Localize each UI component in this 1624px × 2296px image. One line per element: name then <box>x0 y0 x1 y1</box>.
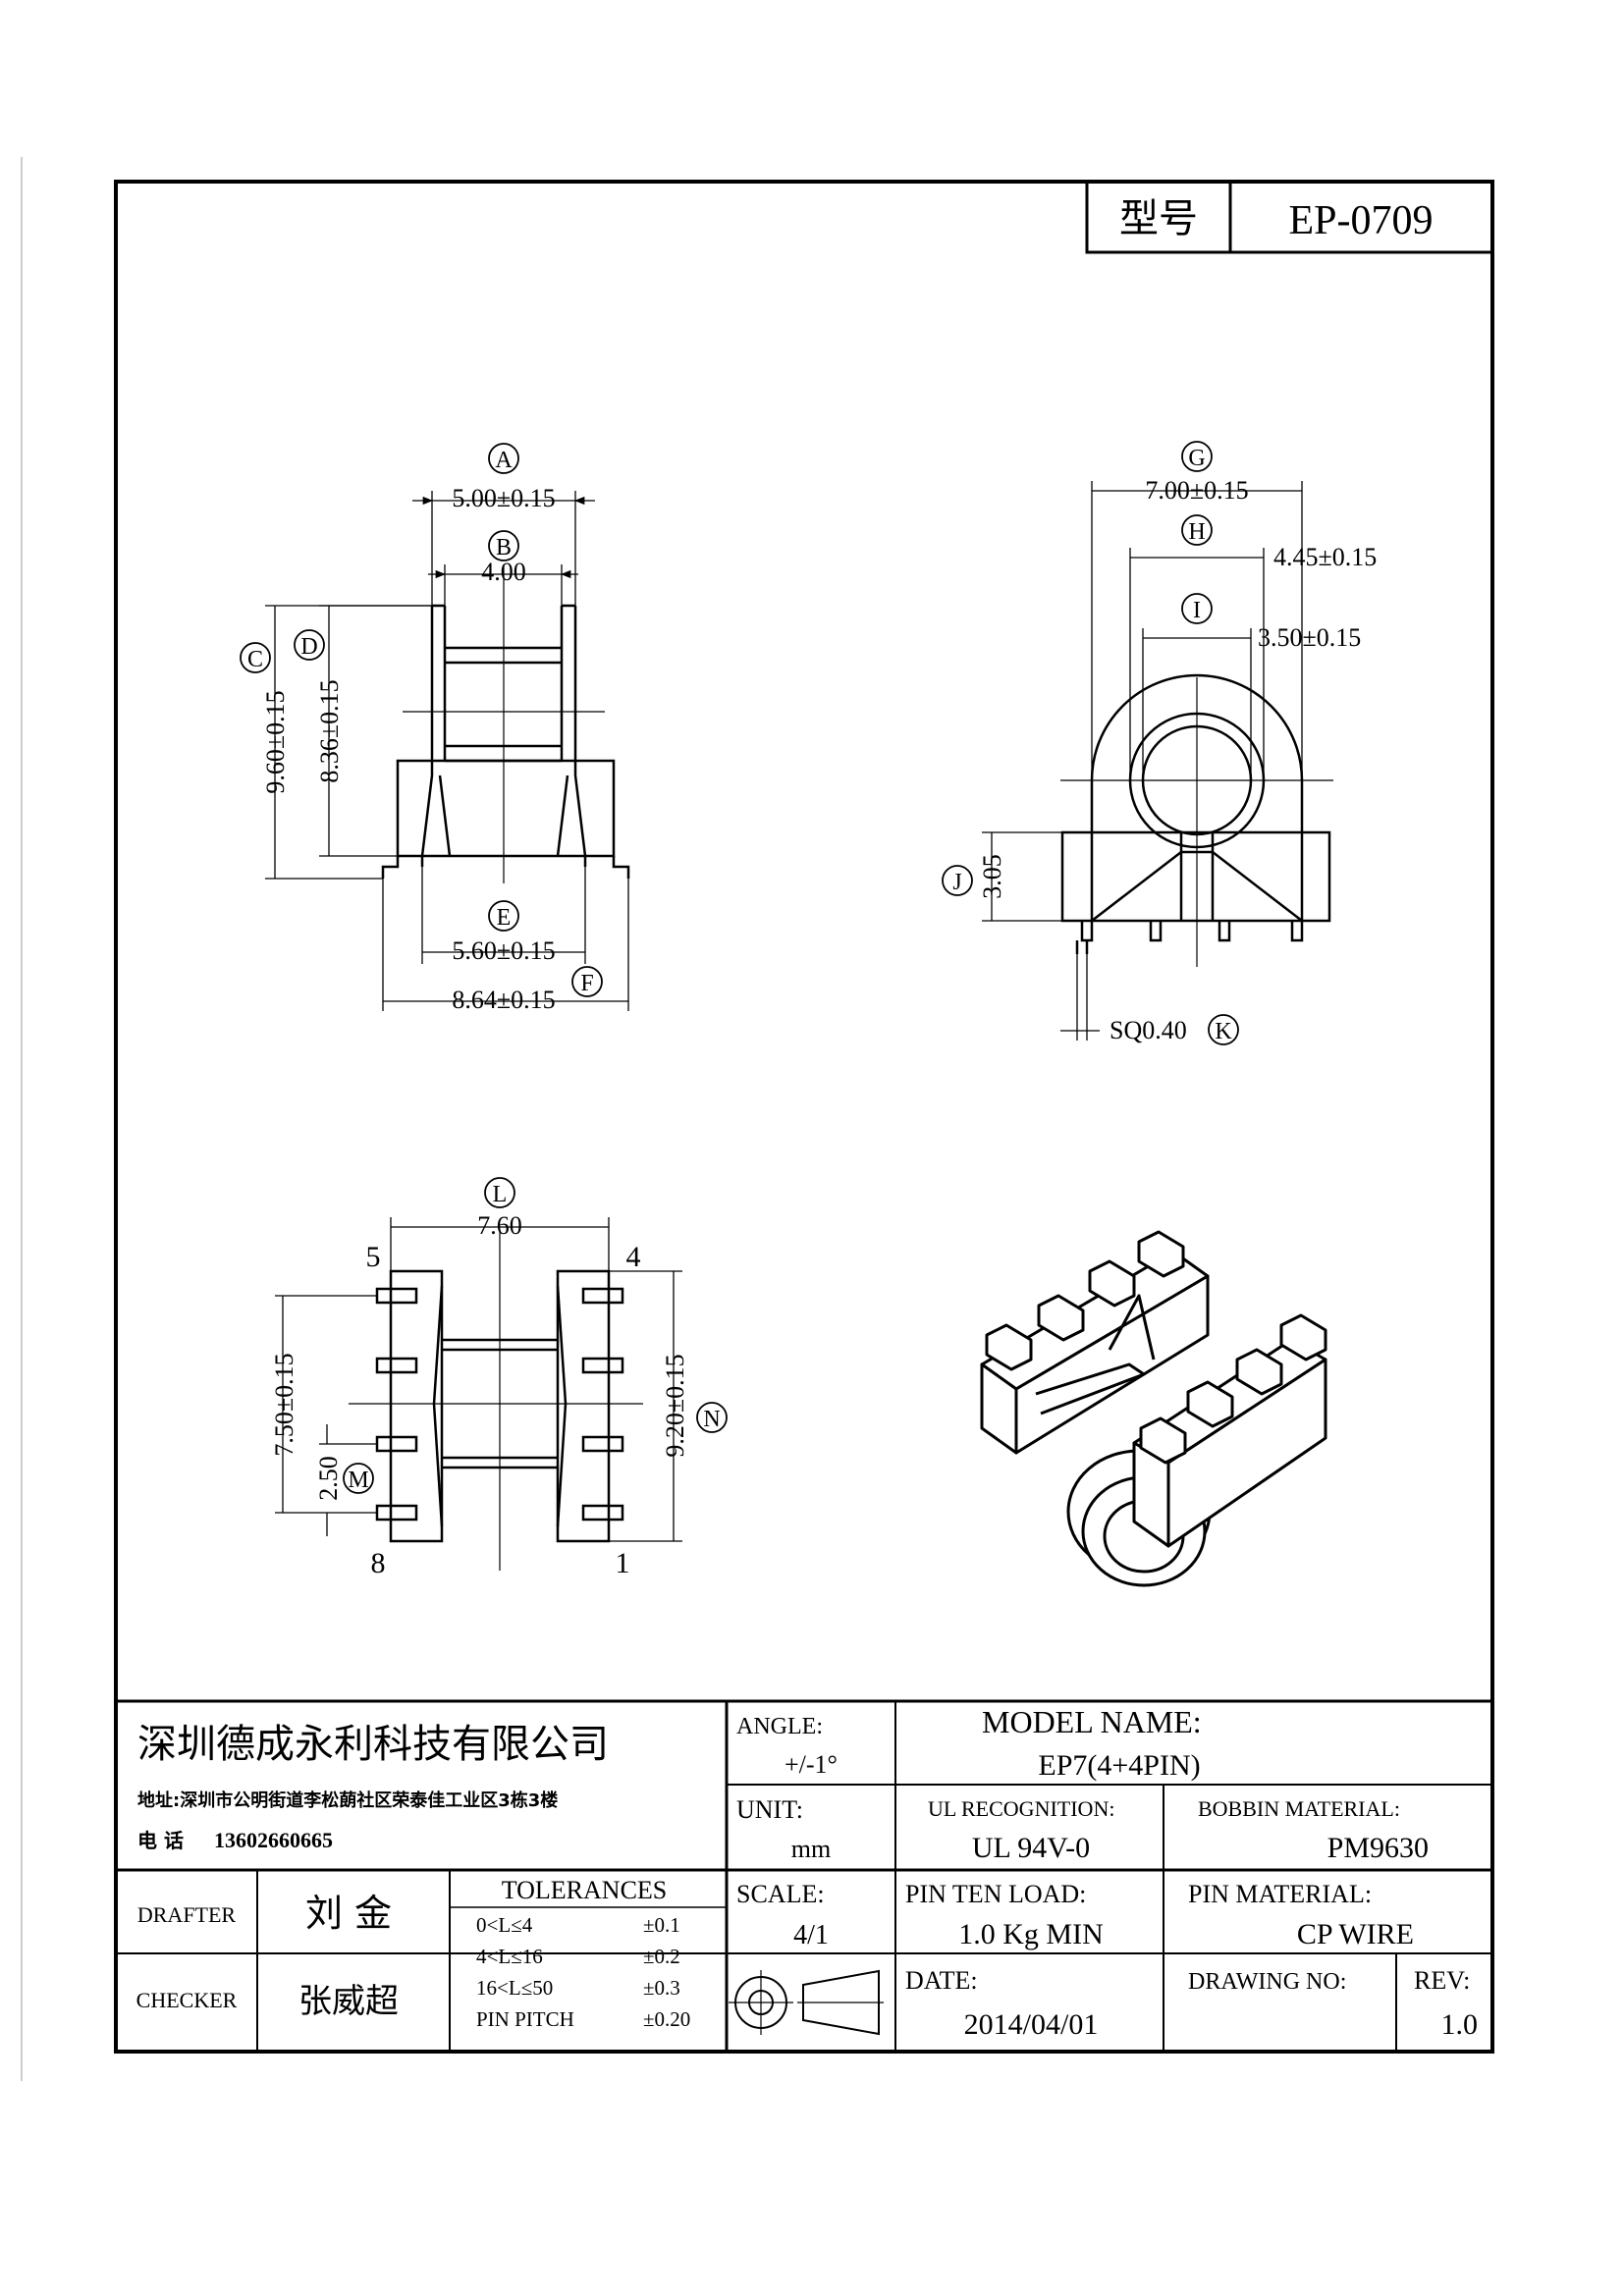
bottom-view-labels: L 7.60 7.50±0.15 2.50 M 9.20±0.15 N 5 4 … <box>270 1177 728 1579</box>
checker-label: CHECKER <box>136 1988 238 2012</box>
isometric-view <box>980 1230 1327 1587</box>
phone-number: 13602660665 <box>214 1828 333 1852</box>
dim-n-left: 7.50±0.15 <box>270 1353 298 1456</box>
tol-value-4: ±0.20 <box>643 2007 690 2031</box>
dim-n-right: 9.20±0.15 <box>661 1354 689 1457</box>
dim-a: 5.00±0.15 <box>452 484 555 512</box>
callout-m: M <box>348 1468 368 1493</box>
callout-i: I <box>1193 598 1201 623</box>
callout-f: F <box>580 971 593 996</box>
tol-range-2: 4<L≤16 <box>476 1945 543 1968</box>
ul-value: UL 94V-0 <box>972 1832 1090 1864</box>
pin-load-label: PIN TEN LOAD: <box>905 1880 1086 1908</box>
side-view-centerlines <box>403 564 605 883</box>
tol-value-1: ±0.1 <box>643 1913 680 1937</box>
pin-material-label: PIN MATERIAL: <box>1188 1880 1372 1908</box>
callout-j: J <box>952 870 961 895</box>
angle-value: +/-1° <box>785 1750 838 1779</box>
callout-e: E <box>497 905 512 931</box>
pin-load-value: 1.0 Kg MIN <box>958 1918 1104 1950</box>
bottom-view-centerlines <box>349 1232 643 1571</box>
rev-value: 1.0 <box>1441 2008 1479 2041</box>
phone-label: 电 话 <box>137 1829 184 1852</box>
drawing-border <box>114 180 1494 2054</box>
front-view-labels: G 7.00±0.15 H 4.45±0.15 I 3.50±0.15 J 3.… <box>942 441 1377 1045</box>
callout-h: H <box>1188 519 1205 545</box>
ul-label: UL RECOGNITION: <box>928 1796 1114 1821</box>
title-block: 深圳德成永利科技有限公司 地址:深圳市公明街道李松蓢社区荣泰佳工业区3栋3楼 电… <box>136 1704 1478 2041</box>
dim-i: 3.50±0.15 <box>1258 623 1361 652</box>
callout-l: L <box>493 1182 508 1207</box>
checker-name: 张威超 <box>298 1982 399 2021</box>
model-number: EP-0709 <box>1289 198 1434 243</box>
front-view <box>1060 673 1331 954</box>
pin-label-5: 5 <box>366 1241 381 1273</box>
dim-k: SQ0.40 <box>1110 1016 1187 1044</box>
drafter-name: 刘 金 <box>305 1892 392 1935</box>
callout-n: N <box>703 1407 720 1432</box>
bobbin-label: BOBBIN MATERIAL: <box>1198 1796 1400 1821</box>
callout-b: B <box>496 535 512 561</box>
pin-label-1: 1 <box>616 1547 630 1579</box>
front-view-centerlines <box>1060 677 1333 967</box>
dim-e: 5.60±0.15 <box>452 936 555 965</box>
title-block-grid <box>116 1699 1492 2052</box>
callout-k: K <box>1215 1019 1232 1044</box>
model-name-label: MODEL NAME: <box>982 1704 1202 1739</box>
angle-label: ANGLE: <box>736 1714 823 1739</box>
date-label: DATE: <box>905 1966 978 1995</box>
unit-value: mm <box>791 1835 831 1863</box>
tol-range-4: PIN PITCH <box>476 2007 574 2031</box>
callout-c: C <box>247 647 263 672</box>
front-view-dimensions <box>982 481 1303 1041</box>
tol-range-3: 16<L≤50 <box>476 1976 553 2000</box>
side-view-dimensions <box>265 491 629 1011</box>
dim-l: 7.60 <box>477 1211 522 1240</box>
unit-label: UNIT: <box>736 1795 803 1824</box>
pin-label-8: 8 <box>371 1547 386 1579</box>
side-view-labels: A 5.00±0.15 B 4.00 C 9.60±0.15 D 8.36±0.… <box>240 443 603 1014</box>
model-name-value: EP7(4+4PIN) <box>1038 1749 1200 1782</box>
dim-m: 2.50 <box>314 1456 343 1501</box>
projection-symbol <box>729 1969 884 2036</box>
scale-value: 4/1 <box>793 1920 829 1950</box>
dim-f: 8.64±0.15 <box>452 986 555 1014</box>
drawing-no-label: DRAWING NO: <box>1188 1969 1346 1995</box>
dim-d: 8.36±0.15 <box>315 679 344 782</box>
dim-b: 4.00 <box>481 558 526 586</box>
dim-j: 3.05 <box>978 854 1006 899</box>
dim-c: 9.60±0.15 <box>261 690 290 793</box>
company-address: 地址:深圳市公明街道李松蓢社区荣泰佳工业区3栋3楼 <box>137 1789 558 1811</box>
date-value: 2014/04/01 <box>964 2008 1099 2041</box>
tol-range-1: 0<L≤4 <box>476 1913 533 1937</box>
callout-g: G <box>1188 446 1205 471</box>
tol-value-3: ±0.3 <box>643 1976 680 2000</box>
company-name: 深圳德成永利科技有限公司 <box>137 1722 609 1767</box>
rev-label: REV: <box>1414 1966 1470 1995</box>
drafter-label: DRAFTER <box>137 1902 237 1927</box>
dim-h: 4.45±0.15 <box>1273 543 1377 571</box>
callout-a: A <box>495 448 513 473</box>
bottom-view-dimensions <box>275 1217 682 1542</box>
pin-label-4: 4 <box>626 1241 641 1273</box>
bobbin-value: PM9630 <box>1327 1832 1429 1864</box>
tol-value-2: ±0.2 <box>643 1945 680 1968</box>
dim-g: 7.00±0.15 <box>1145 476 1248 505</box>
callout-d: D <box>300 634 317 660</box>
side-view <box>381 604 630 879</box>
tolerances-label: TOLERANCES <box>502 1876 668 1904</box>
scale-label: SCALE: <box>736 1880 825 1908</box>
model-box: 型号 EP-0709 <box>1085 180 1494 254</box>
pin-material-value: CP WIRE <box>1297 1918 1414 1950</box>
model-label: 型号 <box>1119 196 1198 241</box>
